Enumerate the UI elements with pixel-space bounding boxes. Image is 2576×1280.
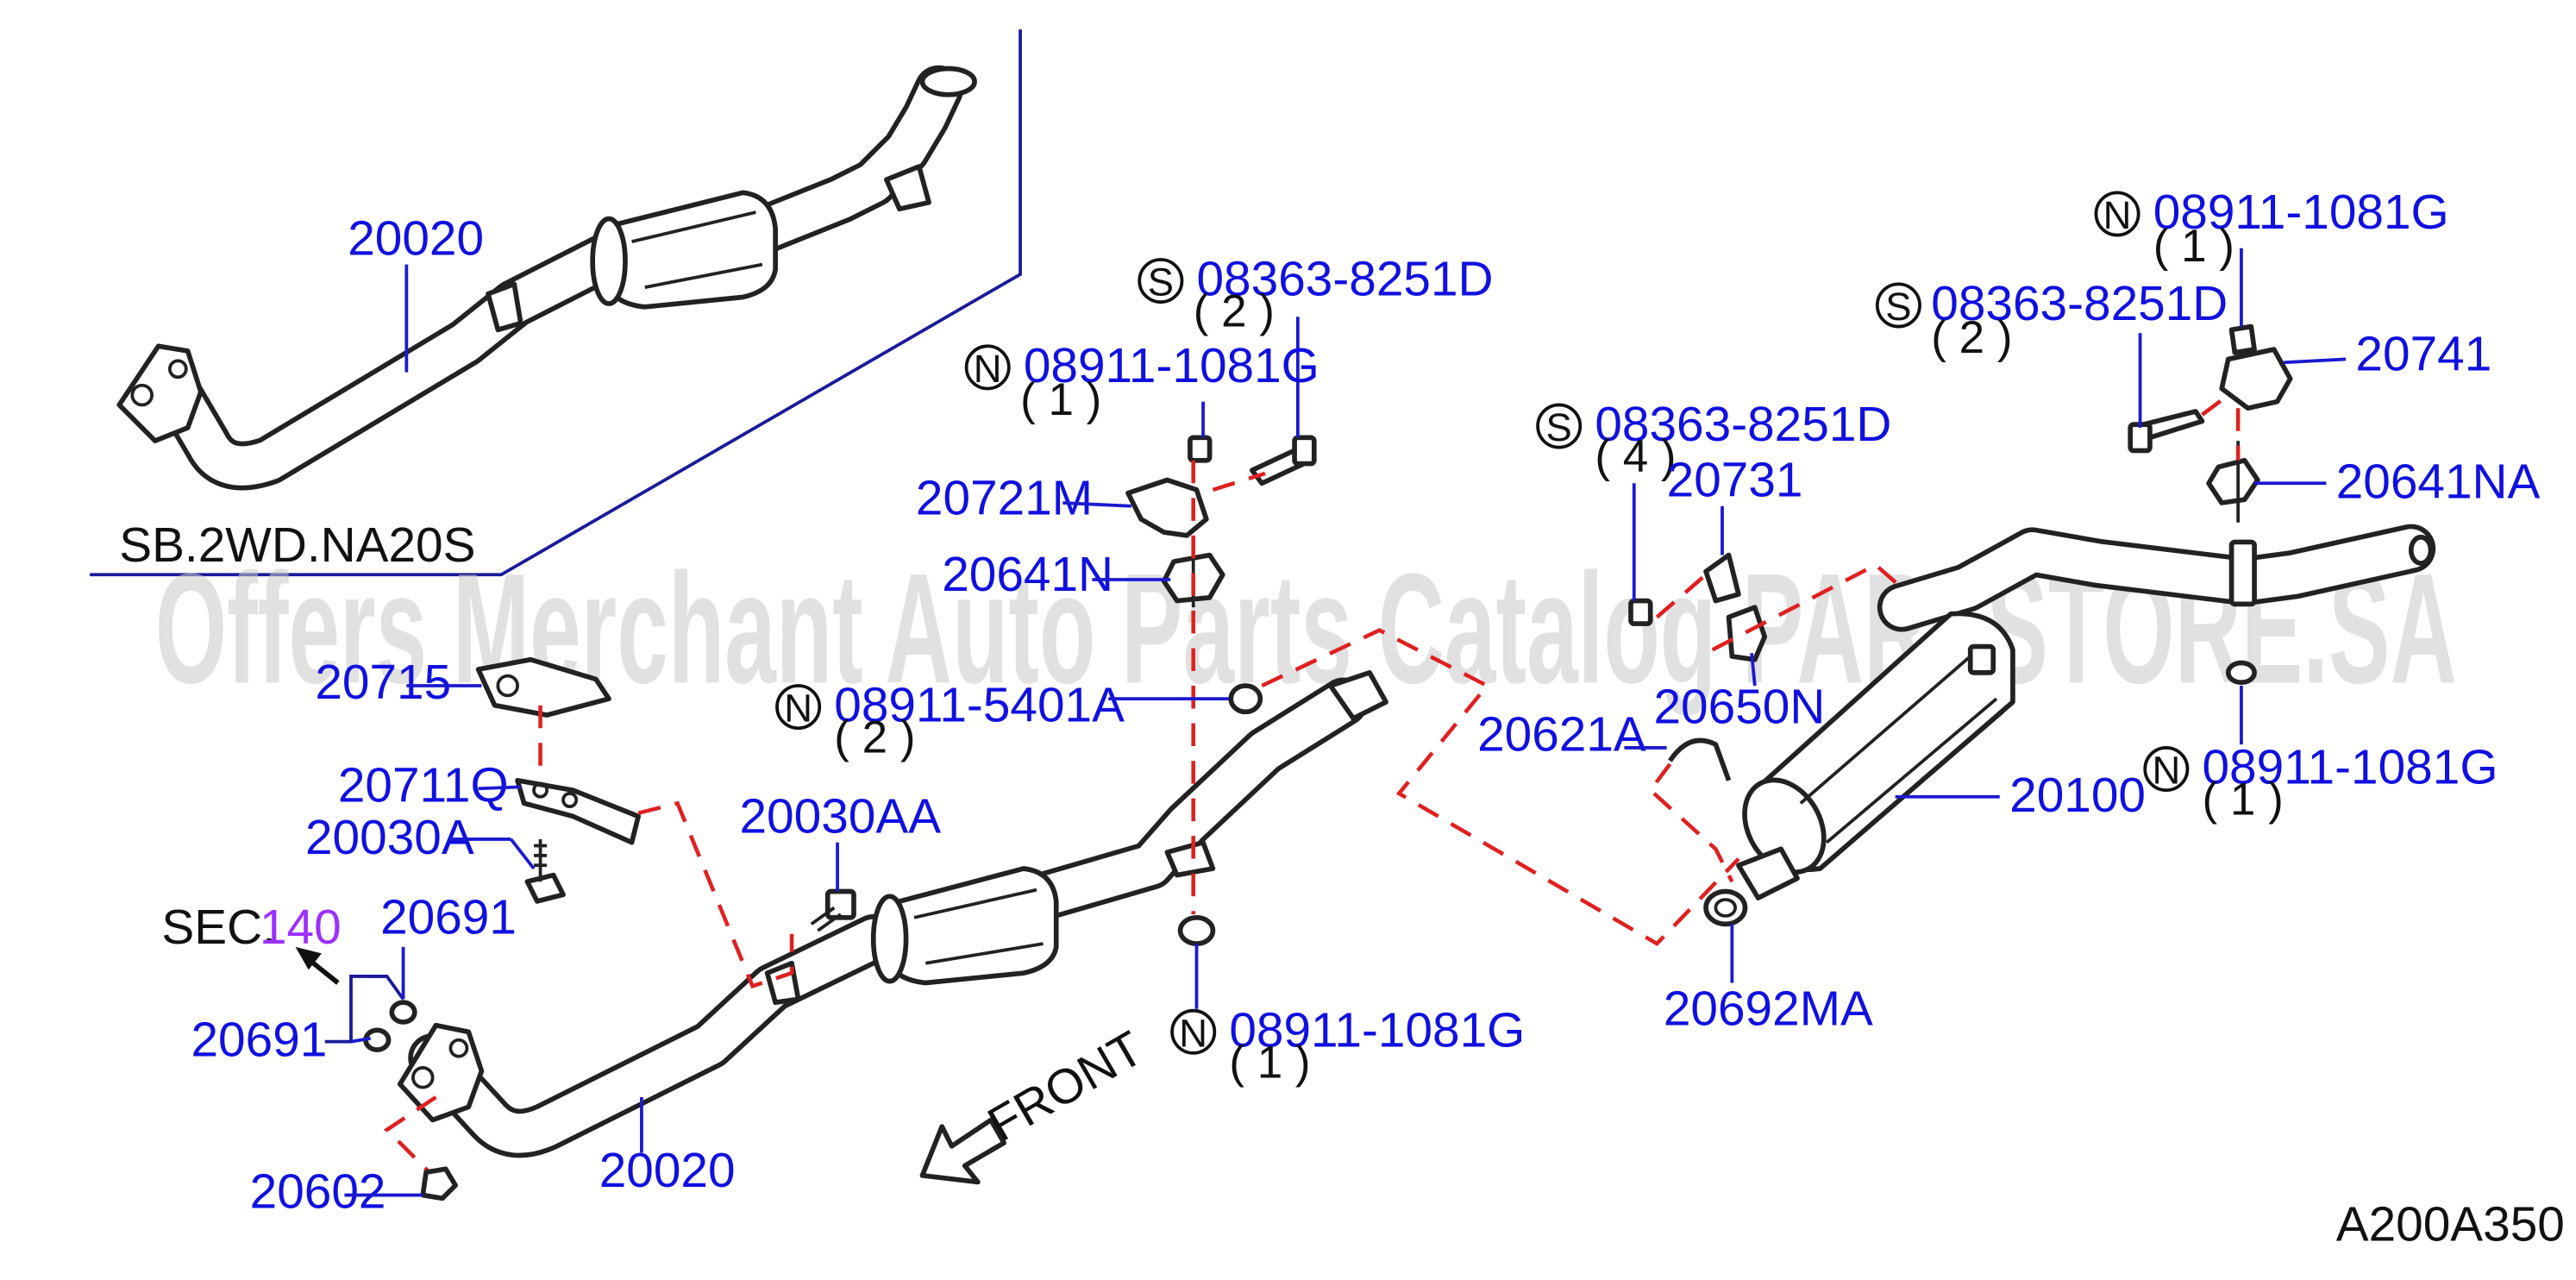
label-08363-8251D-b[interactable]: 08363-8251D xyxy=(1595,398,1891,452)
svg-text:N: N xyxy=(974,347,1002,391)
label-20621A[interactable]: 20621A xyxy=(1477,708,1646,762)
front-arrow xyxy=(919,1117,1006,1185)
label-20030A[interactable]: 20030A xyxy=(305,811,474,865)
label-20641NA[interactable]: 20641NA xyxy=(2336,455,2541,509)
qty-08911-1081G-d: ( 1 ) xyxy=(2203,775,2284,825)
label-20691-b[interactable]: 20691 xyxy=(191,1013,328,1068)
label-08911-5401A[interactable]: 08911-5401A xyxy=(834,679,1125,733)
section-arrow xyxy=(295,946,340,985)
svg-text:N: N xyxy=(784,687,812,731)
qty-08363-8251D-b: ( 4 ) xyxy=(1595,431,1676,482)
inset-front-exhaust-tube xyxy=(116,65,977,491)
svg-text:N: N xyxy=(1179,1011,1207,1055)
qty-08363-8251D-c: ( 2 ) xyxy=(1931,312,2012,363)
svg-text:S: S xyxy=(1148,260,1174,304)
marker-n-08911-5401A: N xyxy=(775,684,822,731)
section-ref-140[interactable]: 140 xyxy=(260,900,342,955)
rear-muffler xyxy=(1703,524,2436,927)
section-prefix: SEC. xyxy=(161,900,275,955)
marker-n-08911-1081G-d: N xyxy=(2143,746,2190,793)
inset-frame xyxy=(90,29,1022,577)
label-08911-1081G-d[interactable]: 08911-1081G xyxy=(2203,741,2498,795)
label-20030AA[interactable]: 20030AA xyxy=(740,789,942,844)
label-20715[interactable]: 20715 xyxy=(315,656,451,710)
qty-08911-1081G-b: ( 1 ) xyxy=(1229,1037,1310,1088)
label-08911-1081G-b[interactable]: 08911-1081G xyxy=(1229,1003,1525,1057)
gaskets-20691 xyxy=(324,975,417,1052)
qty-08911-1081G-c: ( 1 ) xyxy=(2153,221,2234,272)
marker-s-08363-a: S xyxy=(1138,258,1184,304)
diagram-code: A200A350 xyxy=(2336,1198,2565,1252)
label-08363-8251D-c[interactable]: 08363-8251D xyxy=(1931,277,2228,331)
label-20100[interactable]: 20100 xyxy=(2009,769,2146,823)
label-20020-inset[interactable]: 20020 xyxy=(348,211,484,266)
marker-n-08911-1081G-c: N xyxy=(2094,191,2140,237)
label-20650N[interactable]: 20650N xyxy=(1654,681,1826,735)
label-20020-main[interactable]: 20020 xyxy=(599,1144,736,1198)
label-20721M[interactable]: 20721M xyxy=(916,471,1093,525)
label-20692MA[interactable]: 20692MA xyxy=(1664,982,1873,1037)
svg-text:S: S xyxy=(1546,405,1572,449)
label-08363-8251D-a[interactable]: 08363-8251D xyxy=(1197,253,1494,307)
label-20711Q[interactable]: 20711Q xyxy=(338,758,509,813)
label-20731[interactable]: 20731 xyxy=(1667,453,1803,507)
marker-n-08911-1081G-a: N xyxy=(964,344,1011,391)
label-08911-1081G-a[interactable]: 08911-1081G xyxy=(1024,339,1319,393)
label-20641N[interactable]: 20641N xyxy=(942,548,1113,602)
qty-08911-1081G-a: ( 1 ) xyxy=(1020,374,1101,425)
marker-s-08363-c: S xyxy=(1875,282,1921,329)
variant-label: SB.2WD.NA20S xyxy=(119,518,475,573)
svg-text:N: N xyxy=(2152,749,2180,793)
bolt-20030AA xyxy=(810,888,856,932)
mount-assembly-front xyxy=(1125,435,1317,946)
qty-08363-8251D-a: ( 2 ) xyxy=(1194,286,1275,337)
svg-text:S: S xyxy=(1885,285,1911,329)
mount-assembly-rear xyxy=(2128,323,2293,686)
marker-n-08911-1081G-b: N xyxy=(1170,1008,1217,1055)
marker-s-08363-b: S xyxy=(1536,403,1583,449)
heat-insulator-group xyxy=(475,656,641,904)
front-label: FRONT xyxy=(979,1021,1152,1152)
label-20741[interactable]: 20741 xyxy=(2355,328,2491,382)
label-08911-1081G-c[interactable]: 08911-1081G xyxy=(2153,185,2449,240)
qty-08911-5401A: ( 2 ) xyxy=(834,712,915,763)
front-exhaust-tube xyxy=(397,670,1388,1158)
svg-text:N: N xyxy=(2103,193,2132,237)
label-20691-a[interactable]: 20691 xyxy=(380,891,517,945)
label-20602[interactable]: 20602 xyxy=(250,1165,386,1220)
